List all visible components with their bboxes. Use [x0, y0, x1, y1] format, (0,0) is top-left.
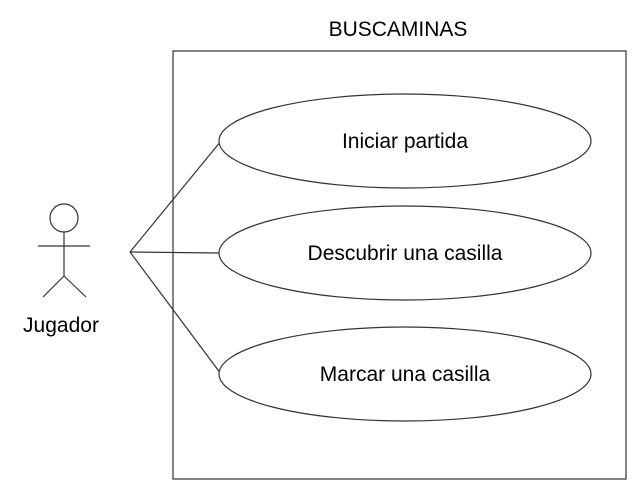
association-line-descubrir	[129, 251, 220, 254]
actor-left-leg	[42, 275, 65, 298]
actor-right-leg	[63, 275, 87, 298]
actor-stick-figure-icon	[38, 203, 90, 298]
use-case-marcar-casilla: Marcar una casilla	[218, 326, 592, 422]
actor-name: Jugador	[23, 314, 99, 337]
association-line-marcar	[129, 251, 222, 375]
use-case-ellipse	[218, 326, 592, 422]
actor-head	[49, 203, 79, 233]
use-case-iniciar-partida: Iniciar partida	[218, 93, 592, 189]
use-case-label: Iniciar partida	[342, 130, 468, 153]
use-case-label: Descubrir una casilla	[308, 242, 503, 265]
use-case-ellipse	[218, 205, 592, 301]
use-case-descubrir-casilla: Descubrir una casilla	[218, 205, 592, 301]
use-case-label: Marcar una casilla	[320, 363, 491, 386]
association-line-iniciar	[129, 140, 222, 253]
use-case-ellipse	[218, 93, 592, 189]
system-title: BUSCAMINAS	[329, 18, 468, 41]
system-boundary	[172, 50, 627, 480]
